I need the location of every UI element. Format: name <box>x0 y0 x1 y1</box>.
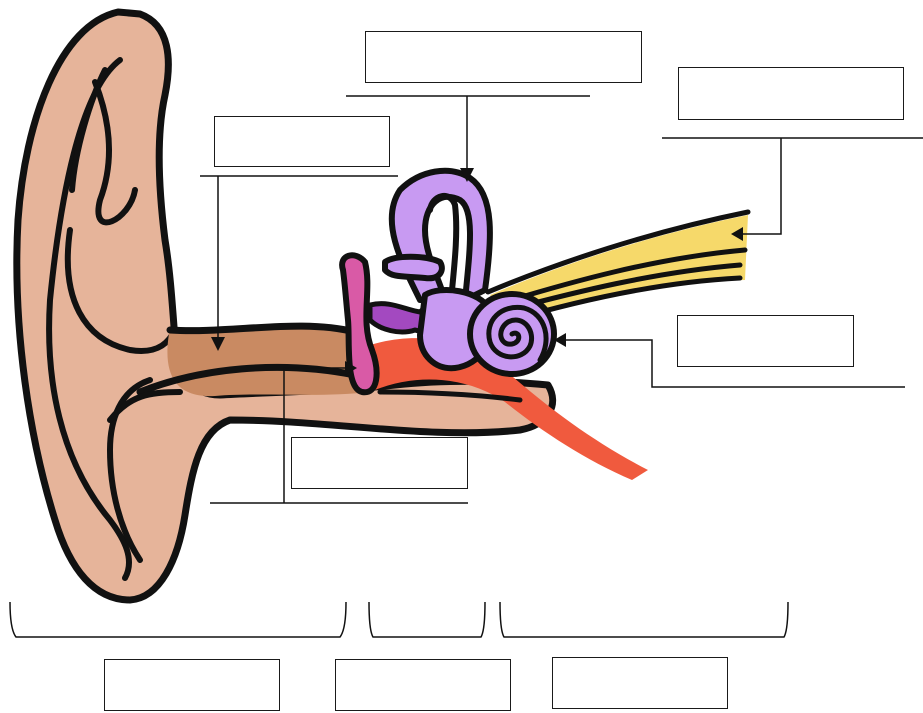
cochlea <box>470 294 554 374</box>
middle-ear-label-box[interactable] <box>335 659 511 711</box>
section-brackets <box>10 602 788 637</box>
semicircular-canals-label-box[interactable] <box>365 31 642 83</box>
inner-ear-label-box[interactable] <box>552 657 728 709</box>
ear-canal-label-box[interactable] <box>214 116 390 167</box>
eardrum-label-box[interactable] <box>291 437 468 489</box>
cochlea-label-box[interactable] <box>677 315 854 367</box>
outer-ear-label-box[interactable] <box>104 659 280 711</box>
ear-canal <box>167 325 370 396</box>
auditory-nerve-label-box[interactable] <box>678 67 904 120</box>
